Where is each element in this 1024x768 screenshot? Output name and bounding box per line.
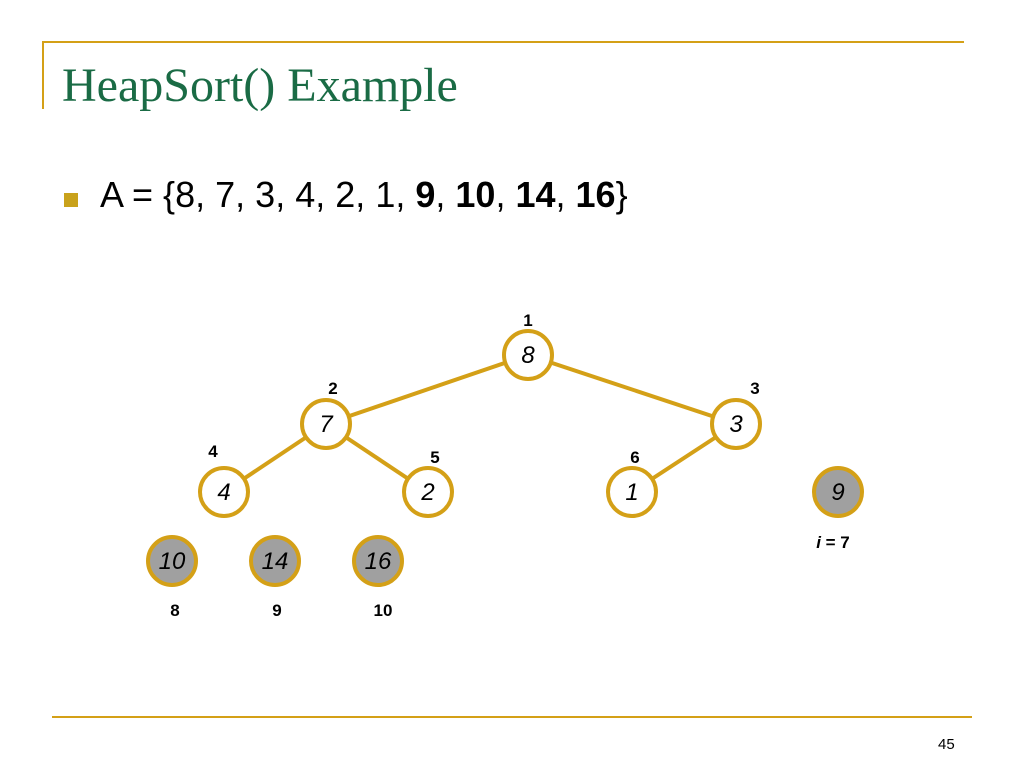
array-value: 4 [295,174,316,215]
array-value: 3 [255,174,276,215]
cursor-variable: i [816,533,822,552]
heap-node-value-7: 9 [831,479,844,506]
title-frame-top-line [42,41,964,43]
heap-node-value-10: 16 [365,548,392,575]
array-separator: , [355,174,376,215]
array-separator: , [235,174,256,215]
title-frame-left-line [42,41,44,109]
slide-title: HeapSort() Example [62,59,458,112]
array-prefix: A = { [100,174,176,215]
page-number: 45 [938,736,955,753]
cursor-label: i = 7 [816,533,850,552]
array-separator: , [435,174,456,215]
heap-index-label-9: 9 [272,601,281,620]
array-value-sorted: 16 [575,174,616,215]
heap-node-9 [249,535,301,587]
heap-node-10 [352,535,404,587]
heap-node-value-4: 4 [217,479,230,506]
heap-index-label-5: 5 [430,448,439,467]
array-separator: , [195,174,216,215]
heap-node-value-8: 10 [159,548,186,575]
heap-node-6 [606,466,658,518]
array-separator: , [555,174,576,215]
array-separator: , [315,174,336,215]
heap-node-5 [402,466,454,518]
tree-edge-1-2 [325,353,529,426]
array-value: 1 [375,174,396,215]
heap-node-8 [146,535,198,587]
heap-node-value-5: 2 [420,479,434,506]
heap-node-2 [300,398,352,450]
array-separator: , [395,174,416,215]
heap-node-value-1: 8 [521,342,535,369]
bullet-square-icon [64,193,78,207]
heap-index-label-6: 6 [630,448,639,467]
tree-edge-1-3 [527,353,737,426]
array-value: 2 [335,174,356,215]
heap-node-4 [198,466,250,518]
heap-index-label-1: 1 [523,311,532,330]
heap-node-3 [710,398,762,450]
heap-node-7 [812,466,864,518]
heap-node-value-9: 14 [262,548,289,575]
array-value-sorted: 9 [415,174,436,215]
array-definition: A = {8, 7, 3, 4, 2, 1, 9, 10, 14, 16} [100,174,628,216]
array-value: 8 [175,174,196,215]
array-value: 7 [215,174,236,215]
heap-node-1 [502,329,554,381]
array-value-sorted: 10 [455,174,496,215]
heap-node-value-2: 7 [319,411,334,438]
array-value-sorted: 14 [515,174,556,215]
heap-index-label-2: 2 [328,379,337,398]
array-separator: , [495,174,516,215]
array-suffix: } [615,174,628,215]
heap-index-label-10: 10 [374,601,393,620]
array-separator: , [275,174,296,215]
heap-node-value-6: 1 [625,479,638,506]
heap-index-label-4: 4 [208,442,218,461]
heap-node-value-3: 3 [729,411,743,438]
footer-divider [52,716,972,718]
heap-index-label-8: 8 [170,601,179,620]
cursor-value: = 7 [821,533,850,552]
heap-index-label-3: 3 [750,379,759,398]
